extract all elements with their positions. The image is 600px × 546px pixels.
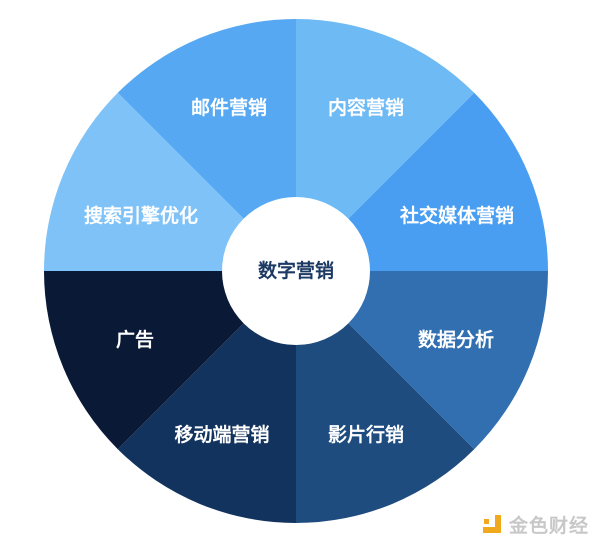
segment xyxy=(296,19,475,271)
segment-label: 社交媒体营销 xyxy=(399,204,514,227)
segment-label: 数据分析 xyxy=(418,328,494,351)
segment xyxy=(44,271,296,450)
segment-label: 邮件营销 xyxy=(191,96,267,119)
segment-label: 移动端营销 xyxy=(174,423,269,446)
watermark-logo-icon xyxy=(483,514,503,535)
segment xyxy=(117,19,297,271)
segment-label: 广告 xyxy=(116,328,154,351)
segment xyxy=(296,271,475,523)
segment-label: 影片行销 xyxy=(328,423,404,446)
center-label: 数字营销 xyxy=(258,259,334,282)
segment-label: 搜索引擎优化 xyxy=(84,204,198,227)
segment xyxy=(117,271,297,523)
segment xyxy=(296,92,548,272)
segment-label: 内容营销 xyxy=(328,96,404,119)
watermark: 金色财经 xyxy=(483,511,589,538)
watermark-text: 金色财经 xyxy=(509,515,590,537)
center-circle xyxy=(222,197,370,345)
segment xyxy=(296,271,548,450)
segment xyxy=(44,92,296,272)
